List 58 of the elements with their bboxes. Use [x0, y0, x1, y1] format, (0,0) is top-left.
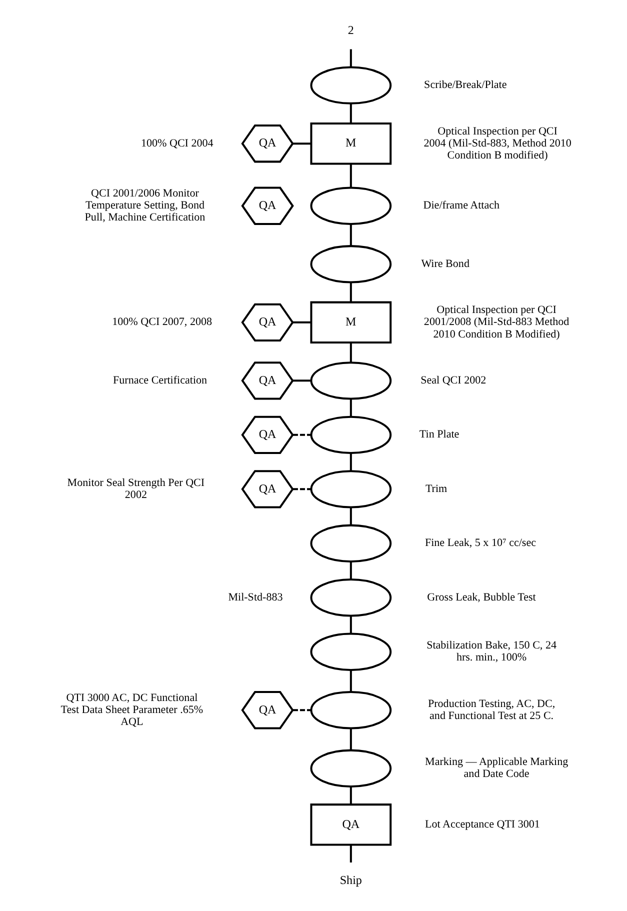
connector: [350, 615, 352, 634]
node-ellipse: [310, 244, 392, 283]
connector: [292, 488, 312, 490]
node-label: Die/frame Attach: [423, 199, 500, 212]
node-label: Tin Plate: [419, 428, 460, 440]
node-ellipse: [310, 186, 392, 224]
node-ellipse: [310, 690, 392, 729]
node-ellipse: [310, 578, 392, 616]
node-label: Production Testing, AC, DC, and Functional Test at 25 C.: [428, 697, 556, 722]
node-ellipse: [310, 470, 392, 508]
connector: [350, 224, 352, 246]
node-text: Ship: [340, 872, 362, 887]
node-label: Mil-Std-883: [228, 590, 283, 603]
node-ellipse: [310, 361, 392, 400]
node-box: M: [310, 122, 392, 164]
node-label: Seal QCI 2002: [420, 374, 486, 386]
node-text: 2: [348, 22, 354, 37]
connector: [350, 670, 352, 692]
node-label: Gross Leak, Bubble Test: [427, 590, 536, 603]
node-label: 100% QCI 2004: [140, 136, 214, 149]
connector: [350, 561, 352, 579]
node-ellipse: [310, 415, 392, 454]
node-label: 100% QCI 2007, 2008: [112, 316, 212, 328]
connector: [350, 48, 352, 67]
node-label: Optical Inspection per QCI 2004 (Mil-Std-883, Method 2010 Condition B modified): [424, 124, 572, 161]
connector: [292, 708, 312, 711]
node-label: QCI 2001/2006 Monitor Temperature Setting, Bond Pull, Machine Certification: [84, 187, 206, 224]
node-label: Monitor Seal Strength Per QCI 2002: [67, 476, 205, 500]
connector: [350, 164, 352, 188]
connector: [350, 398, 352, 416]
node-label: QTI 3000 AC, DC Functional Test Data Sheet Parameter .65% AQL: [60, 691, 204, 728]
connector: [350, 342, 352, 362]
node-label: Scribe/Break/Plate: [424, 78, 507, 91]
node-label: Wire Bond: [421, 257, 470, 270]
connector: [350, 282, 352, 302]
connector: [292, 142, 312, 144]
node-ellipse: [310, 524, 392, 562]
node-label: Marking — Applicable Marking and Date Code: [425, 756, 568, 780]
node-ellipse: [310, 66, 392, 104]
connector: [350, 452, 352, 470]
connector: [292, 379, 312, 382]
node-label: Trim: [425, 482, 448, 494]
node-ellipse: [310, 632, 392, 670]
node-label: Optical Inspection per QCI 2001/2008 (Mil-Std-883 Method 2010 Condition B Modified): [424, 304, 570, 340]
connector: [292, 320, 312, 323]
connector: [350, 728, 352, 750]
connector: [350, 786, 352, 804]
node-ellipse: [310, 748, 392, 787]
connector: [350, 844, 352, 862]
node-label: Fine Leak, 5 x 10⁷ cc/sec: [424, 536, 536, 549]
node-box: QA: [310, 803, 392, 846]
connector: [350, 506, 352, 525]
node-label: Stabilization Bake, 150 C, 24 hrs. min., 100%: [426, 639, 557, 664]
node-label: Lot Acceptance QTI 3001: [425, 818, 540, 830]
connector: [292, 433, 312, 436]
connector: [350, 103, 352, 123]
node-label: Furnace Certification: [113, 374, 208, 386]
node-box: M: [310, 300, 392, 343]
